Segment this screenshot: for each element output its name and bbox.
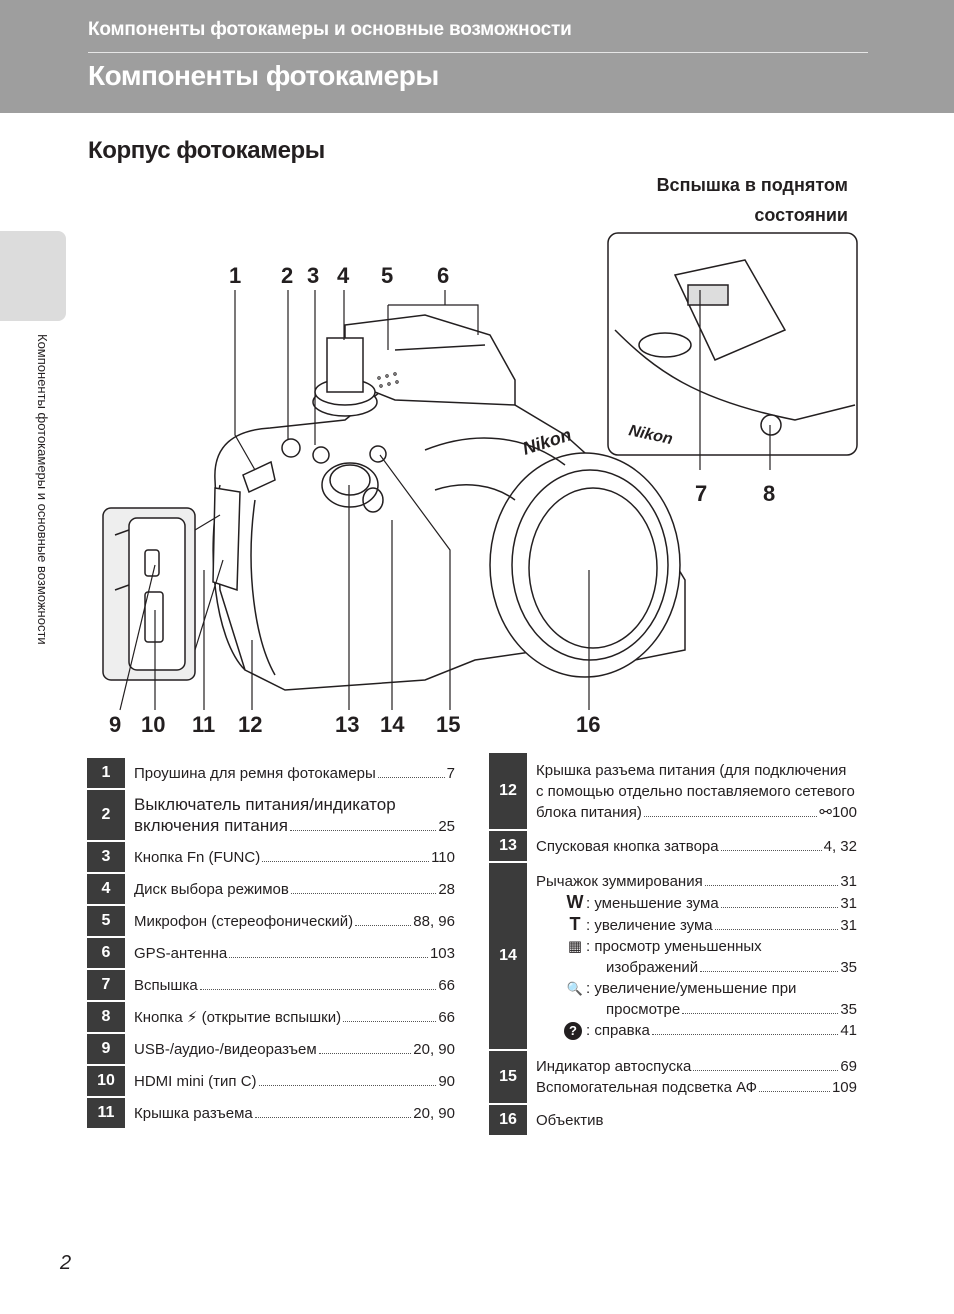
callout-2: 2 xyxy=(281,263,294,288)
callout-16: 16 xyxy=(576,712,601,737)
callout-8: 8 xyxy=(763,481,776,506)
table-row: 16 Объектив xyxy=(489,1105,857,1135)
thumbnail-icon: ▦ xyxy=(567,938,583,955)
header-divider xyxy=(88,52,868,53)
fn-button xyxy=(312,446,330,464)
parts-table-right: 12 Крышка разъема питания (для подключен… xyxy=(489,751,857,1137)
table-row: 10 HDMI mini (тип C)90 xyxy=(87,1066,455,1096)
help-icon: ? xyxy=(564,1022,582,1040)
page-number: 2 xyxy=(60,1252,72,1274)
leader-lines xyxy=(119,290,771,711)
lens-inner xyxy=(528,487,658,649)
lens-mid xyxy=(511,469,669,661)
side-tab-label: Компоненты фотокамеры и основные возможн… xyxy=(35,334,50,645)
table-row: 3 Кнопка Fn (FUNC)110 xyxy=(87,842,455,872)
breadcrumb: Компоненты фотокамеры и основные возможн… xyxy=(88,19,572,40)
binoculars-icon: ⚯ xyxy=(819,803,832,821)
side-tab xyxy=(0,231,66,321)
callout-15: 15 xyxy=(436,712,461,737)
callout-3: 3 xyxy=(307,263,320,288)
flash-raised-inset xyxy=(607,232,858,456)
callout-9: 9 xyxy=(109,712,122,737)
table-row: 12 Крышка разъема питания (для подключен… xyxy=(489,753,857,829)
callout-7: 7 xyxy=(695,481,708,506)
callout-13: 13 xyxy=(335,712,360,737)
table-row: 2 Выключатель питания/индикатор включени… xyxy=(87,790,455,840)
strap-eyelet xyxy=(242,460,276,494)
page-header: Компоненты фотокамеры и основные возможн… xyxy=(0,0,954,113)
page-title: Компоненты фотокамеры xyxy=(88,60,439,91)
table-row: 5 Микрофон (стереофонический)88, 96 xyxy=(87,906,455,936)
callout-12: 12 xyxy=(238,712,263,737)
callout-4: 4 xyxy=(337,263,350,288)
callout-14: 14 xyxy=(380,712,405,737)
callout-5: 5 xyxy=(381,263,394,288)
section-title: Корпус фотокамеры xyxy=(88,137,325,164)
camera-diagram: Nikon Nikon xyxy=(102,232,858,711)
table-row: 8 Кнопка ⚡ (открытие вспышки)66 xyxy=(87,1002,455,1032)
callout-1: 1 xyxy=(229,263,242,288)
lens-outer xyxy=(489,452,681,678)
connector-inset xyxy=(102,507,196,681)
callout-10: 10 xyxy=(141,712,166,737)
connector-cover xyxy=(212,487,241,592)
zoom-in-t-icon: T xyxy=(569,914,581,934)
callout-6: 6 xyxy=(437,263,450,288)
microphone-grille xyxy=(377,372,399,388)
flash-raised-label: Вспышка в поднятом состоянии xyxy=(656,175,848,225)
power-button xyxy=(281,438,301,458)
callout-11: 11 xyxy=(192,712,216,737)
zoom-out-w-icon: W xyxy=(566,892,584,912)
magnify-icon: 🔍 xyxy=(566,981,584,996)
